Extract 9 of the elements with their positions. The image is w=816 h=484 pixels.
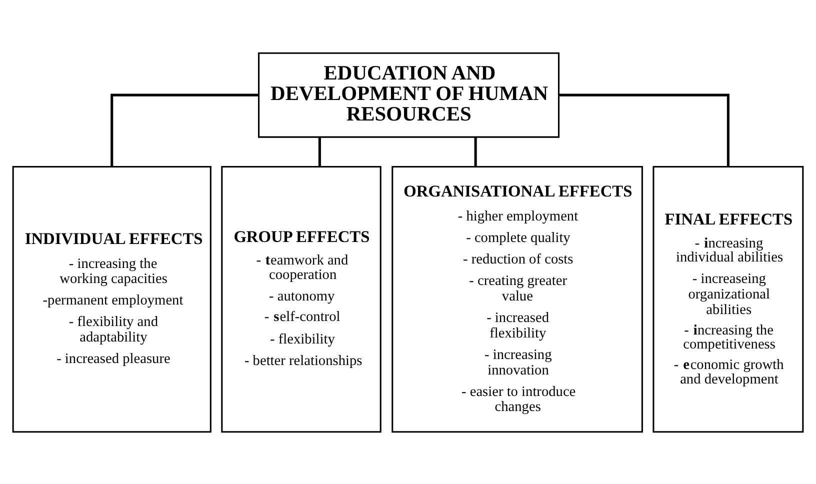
node-box: INDIVIDUAL EFFECTS - increasing the working capacities -permanent employment - flexibility and adaptability - increased pleasure — [12, 165, 212, 432]
connector — [474, 136, 477, 166]
node-box: GROUP EFFECTS - teamwork and cooperation - autonomy - self-control - flexibility - better relationships — [221, 165, 382, 432]
connector — [110, 93, 259, 166]
connector — [318, 136, 321, 166]
node-box: FINAL EFFECTS - increasing individual abilities - increaseing organizational abilities - increasing the competitiveness - economic growth and development — [652, 165, 804, 432]
node-box: ORGANISATIONAL EFFECTS - higher employment - complete quality - reduction of costs - creating greater value - increased flexibility - increasing innovation - easier to introduce changes — [392, 165, 643, 432]
connector — [559, 93, 730, 166]
node-box: EDUCATION AND DEVELOPMENT OF HUMAN RESOURCES — [258, 52, 560, 138]
